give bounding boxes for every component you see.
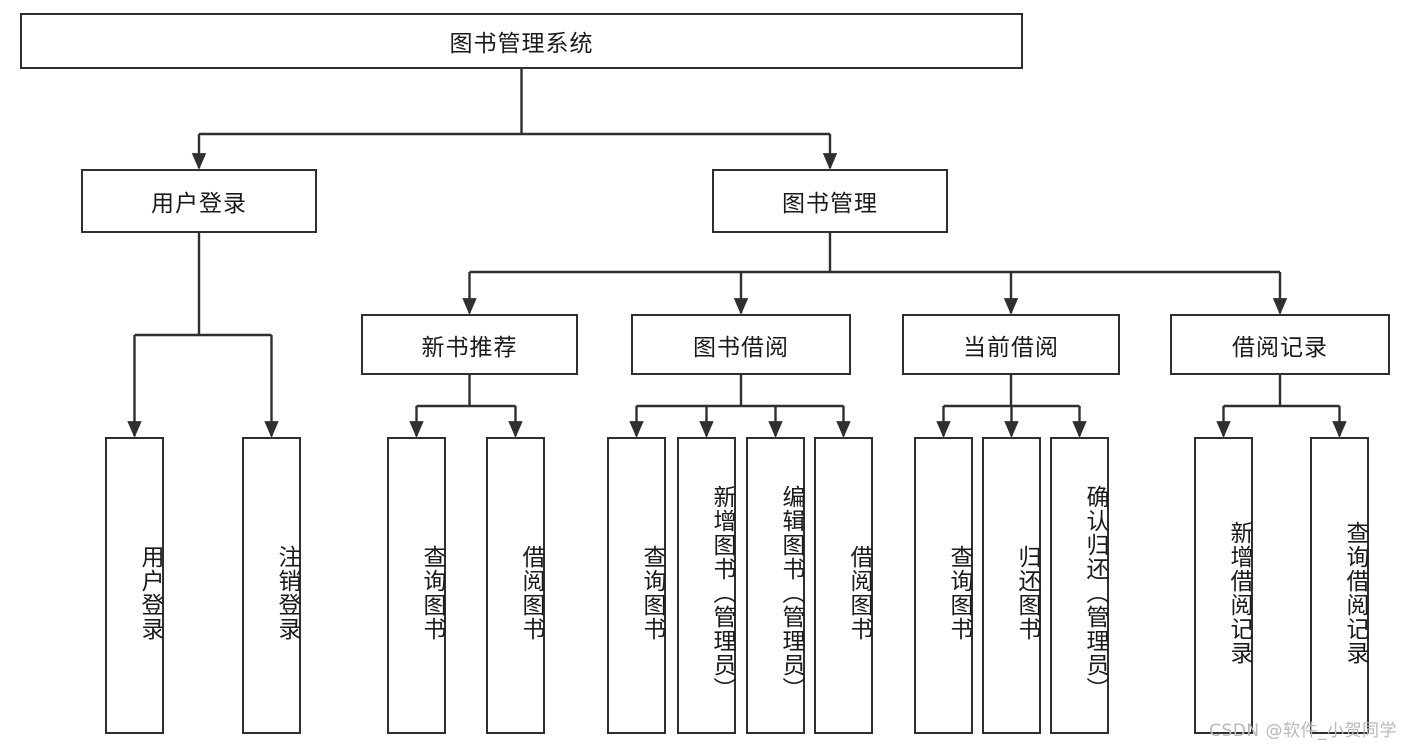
node-label: 注销登录 [274, 544, 300, 641]
node-leaf_1[interactable]: 注销登录 [242, 437, 301, 734]
node-l3_0[interactable]: 新书推荐 [361, 314, 578, 375]
node-leaf_9[interactable]: 归还图书 [982, 437, 1041, 734]
node-l2_0[interactable]: 用户登录 [81, 169, 317, 233]
node-leaf_8[interactable]: 查询图书 [914, 437, 973, 734]
node-leaf_5[interactable]: 新增图书（管理员） [677, 437, 736, 734]
node-leaf_11[interactable]: 新增借阅记录 [1194, 437, 1253, 734]
node-leaf_3[interactable]: 借阅图书 [486, 437, 545, 734]
node-label: 查询图书 [639, 544, 665, 641]
node-label: 查询借阅记录 [1342, 520, 1368, 665]
node-leaf_10[interactable]: 确认归还（管理员） [1050, 437, 1109, 734]
node-l2_1[interactable]: 图书管理 [712, 169, 948, 233]
node-leaf_7[interactable]: 借阅图书 [814, 437, 873, 734]
node-label: 归还图书 [1014, 544, 1040, 641]
node-l3_3[interactable]: 借阅记录 [1170, 314, 1390, 375]
node-label: 图书管理 [782, 191, 878, 217]
node-root[interactable]: 图书管理系统 [20, 13, 1023, 69]
node-label: 图书管理系统 [449, 31, 594, 57]
node-label: 当前借阅 [963, 334, 1059, 361]
node-label: 图书借阅 [693, 334, 789, 361]
node-label: 借阅图书 [518, 544, 544, 641]
node-leaf_6[interactable]: 编辑图书（管理员） [746, 437, 805, 734]
node-leaf_0[interactable]: 用户登录 [105, 437, 164, 734]
node-label: 用户登录 [151, 191, 247, 217]
node-l3_1[interactable]: 图书借阅 [631, 314, 851, 375]
node-l3_2[interactable]: 当前借阅 [902, 314, 1120, 375]
node-leaf_4[interactable]: 查询图书 [607, 437, 666, 734]
node-label: 用户登录 [137, 544, 163, 641]
node-label: 新增借阅记录 [1226, 520, 1252, 665]
node-label: 新书推荐 [421, 334, 518, 361]
node-leaf_2[interactable]: 查询图书 [387, 437, 446, 734]
node-label: 查询图书 [946, 544, 972, 641]
node-label: 借阅记录 [1232, 334, 1328, 361]
node-label: 查询图书 [419, 544, 445, 641]
node-label: 确认归还（管理员） [1082, 484, 1108, 701]
node-label: 借阅图书 [846, 544, 872, 641]
node-label: 新增图书（管理员） [709, 484, 735, 701]
node-leaf_12[interactable]: 查询借阅记录 [1310, 437, 1369, 734]
node-label: 编辑图书（管理员） [778, 484, 804, 701]
